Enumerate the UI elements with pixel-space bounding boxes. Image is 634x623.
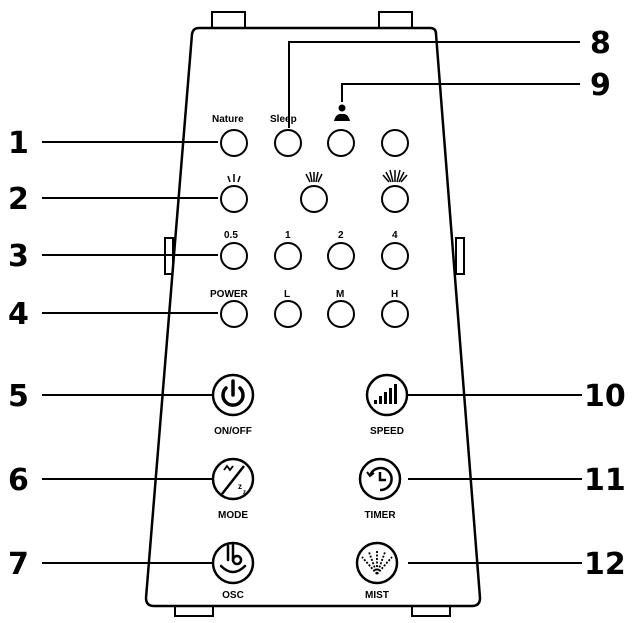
osc-button[interactable] [211,541,255,585]
callout-9: 9 [590,68,611,103]
callout-12: 12 [584,547,626,582]
power-icon [221,386,245,407]
callout-7: 7 [8,547,29,582]
svg-text:z: z [243,490,246,496]
mode-label: MODE [218,510,248,521]
on-off-label: ON/OFF [214,426,252,437]
oscillation-icon [219,542,247,574]
mist-button[interactable] [355,541,399,585]
signal-bars-icon [374,384,397,404]
callout-10: 10 [584,379,626,414]
callout-1: 1 [8,126,29,161]
speed-label: SPEED [370,426,404,437]
label-speed-high: H [391,289,398,300]
indicator-speed-high [381,300,409,328]
baby-icon [334,104,350,121]
mist-label: MIST [365,590,389,601]
on-off-button[interactable] [211,373,255,417]
side-tab-right [455,237,465,275]
callout-11: 11 [584,463,626,498]
label-timer-2: 2 [338,230,344,241]
leader-8 [288,41,580,128]
indicator-mist-high [381,185,409,213]
mist-spray-icon [361,550,393,575]
leader-9 [341,83,580,102]
mist-low-icon [227,174,241,183]
label-timer-1: 1 [285,230,291,241]
top-tab-right [378,11,413,29]
label-speed-medium: M [336,289,344,300]
timer-clock-icon [366,466,393,492]
indicator-nature [220,129,248,157]
label-sleep: Sleep [270,114,297,125]
indicator-timer-0-5 [220,242,248,270]
indicator-timer-1 [274,242,302,270]
indicator-timer-2 [327,242,355,270]
timer-button[interactable] [358,457,402,501]
label-nature: Nature [212,114,244,125]
indicator-timer-4 [381,242,409,270]
callout-6: 6 [8,463,29,498]
callout-8: 8 [590,26,611,61]
callout-3: 3 [8,239,29,274]
indicator-mist-low [220,185,248,213]
mode-button[interactable]: z z [211,457,255,501]
svg-text:z: z [238,482,242,491]
callout-2: 2 [8,182,29,217]
indicator-speed-medium [327,300,355,328]
indicator-power [220,300,248,328]
label-timer-0-5: 0.5 [224,230,238,241]
indicator-speed-low [274,300,302,328]
label-speed-low: L [284,289,290,300]
indicator-blank [381,129,409,157]
timer-label: TIMER [364,510,396,521]
label-timer-4: 4 [392,230,398,241]
indicator-baby [327,129,355,157]
callout-4: 4 [8,297,29,332]
callout-5: 5 [8,379,29,414]
speed-button[interactable] [365,373,409,417]
top-tab-left [211,11,246,29]
mist-medium-icon [305,171,323,183]
leader-lines [42,41,582,564]
mist-high-icon [382,169,408,183]
device-body [144,26,482,608]
mode-icon: z z [221,464,246,496]
label-power: POWER [210,289,249,300]
osc-label: OSC [222,590,244,601]
indicator-mist-medium [300,185,328,213]
indicator-sleep [274,129,302,157]
